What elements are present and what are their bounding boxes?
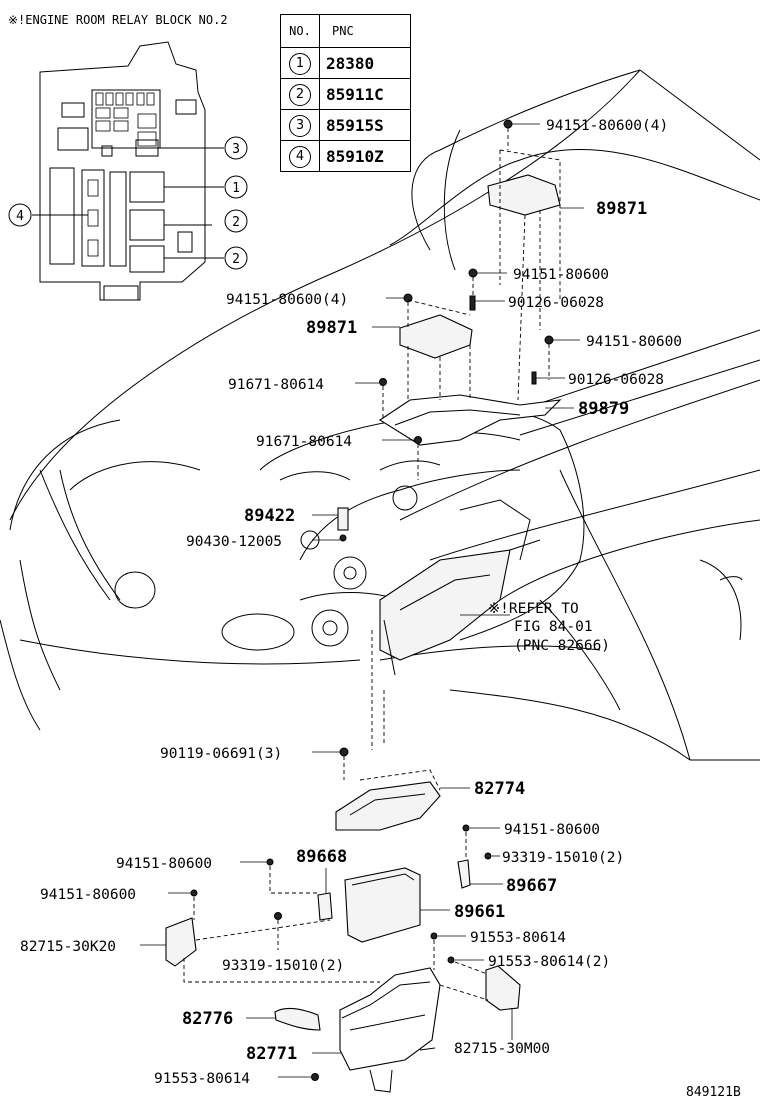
label-82774: 82774 [474, 779, 525, 799]
svg-text:3: 3 [232, 142, 240, 157]
label-91553-80614-c: 91553-80614 [154, 1071, 250, 1087]
svg-text:2: 2 [232, 215, 240, 230]
pnc-table-header: NO. PNC [280, 14, 411, 48]
callout-2a: 2 [224, 209, 248, 233]
relay-block-title: ※!ENGINE ROOM RELAY BLOCK NO.2 [8, 13, 228, 27]
label-89871-top: 89871 [596, 199, 647, 219]
callout-2b: 2 [224, 246, 248, 270]
svg-text:4: 4 [16, 209, 24, 224]
header-no: NO. [280, 14, 320, 48]
cover-82774 [335, 747, 470, 831]
label-90126-06028-b: 90126-06028 [568, 372, 664, 388]
label-82776: 82776 [182, 1009, 233, 1029]
label-91553-80614-a: 91553-80614 [470, 930, 566, 946]
label-90126-06028-a: 90126-06028 [508, 295, 604, 311]
table-row: 1 28380 [280, 47, 411, 79]
callout-1: 1 [224, 175, 248, 199]
row-number: 2 [289, 83, 311, 106]
table-row: 4 85910Z [280, 140, 411, 172]
label-89871-mid: 89871 [306, 318, 357, 338]
label-90430-12005: 90430-12005 [186, 534, 282, 550]
table-row: 2 85911C [280, 78, 411, 110]
label-90119-06691-3: 90119-06691(3) [160, 746, 282, 762]
label-94151-80600-d: 94151-80600 [116, 856, 212, 872]
bracket-89871-top [487, 119, 584, 401]
label-91671-80614-a: 91671-80614 [228, 377, 324, 393]
box-82771 [246, 967, 441, 1093]
svg-text:2: 2 [232, 252, 240, 267]
label-94151-80600-b: 94151-80600 [586, 334, 682, 350]
callout-4: 4 [8, 203, 32, 227]
bracket-89879 [378, 345, 574, 480]
label-89661: 89661 [454, 902, 505, 922]
label-89668: 89668 [296, 847, 347, 867]
label-82715-30m00: 82715-30M00 [454, 1041, 550, 1057]
relay-block-drawing [32, 41, 224, 301]
row-pnc: 85911C [319, 78, 411, 110]
ecu-89661 [266, 824, 503, 950]
row-number: 1 [289, 52, 311, 75]
label-89667: 89667 [506, 876, 557, 896]
label-91553-80614-2: 91553-80614(2) [488, 954, 610, 970]
refer-line-1: ※!REFER TO [488, 601, 579, 617]
engine-drawing [259, 409, 585, 676]
sensor-89422 [312, 507, 349, 542]
label-82771: 82771 [246, 1044, 297, 1064]
svg-text:1: 1 [232, 181, 240, 196]
figure-id: 849121B [686, 1085, 741, 1100]
vehicle-body-outline [0, 69, 760, 761]
label-94151-80600-c: 94151-80600 [504, 822, 600, 838]
label-94151-80600-e: 94151-80600 [40, 887, 136, 903]
label-89422: 89422 [244, 506, 295, 526]
table-row: 3 85915S [280, 109, 411, 141]
row-pnc: 85910Z [319, 140, 411, 172]
refer-line-3: (PNC 82666) [514, 638, 610, 654]
bracket-82715-30m00 [430, 932, 521, 1040]
header-pnc: PNC [319, 14, 411, 48]
row-pnc: 85915S [319, 109, 411, 141]
label-94151-80600-4-mid: 94151-80600(4) [226, 292, 348, 308]
callout-3: 3 [224, 136, 248, 160]
row-number: 3 [289, 114, 311, 137]
refer-line-2: FIG 84-01 [514, 619, 593, 635]
row-pnc: 28380 [319, 47, 411, 79]
label-94151-80600-4-top: 94151-80600(4) [546, 118, 668, 134]
bracket-82715-30k20 [140, 889, 380, 983]
label-93319-15010-2-a: 93319-15010(2) [502, 850, 624, 866]
leader-lines [168, 123, 580, 961]
label-91671-80614-b: 91671-80614 [256, 434, 352, 450]
bracket-89871-mid [372, 268, 554, 385]
label-89879: 89879 [578, 399, 629, 419]
pnc-table: NO. PNC 1 28380 2 85911C 3 85915S 4 8591… [280, 14, 411, 172]
row-number: 4 [289, 145, 311, 168]
label-82715-30k20: 82715-30K20 [20, 939, 116, 955]
label-93319-15010-2-b: 93319-15010(2) [222, 958, 344, 974]
label-94151-80600-a: 94151-80600 [513, 267, 609, 283]
